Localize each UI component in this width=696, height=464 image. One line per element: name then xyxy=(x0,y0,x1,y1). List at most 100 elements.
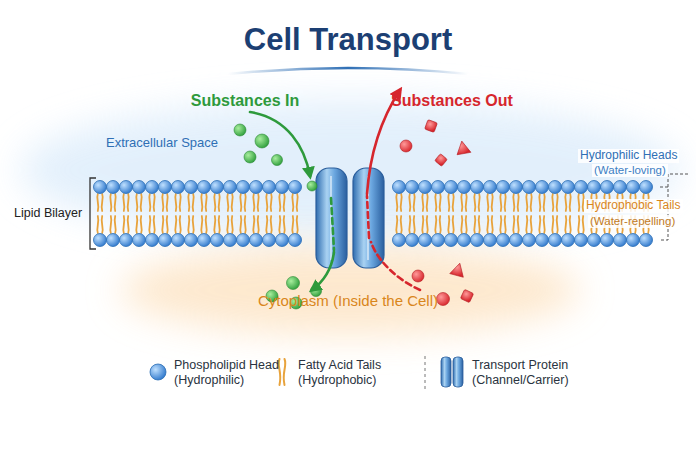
tail xyxy=(453,216,454,233)
tail xyxy=(284,216,285,233)
part-label: Lipid Bilayer xyxy=(14,206,82,220)
phospholipid-head xyxy=(198,234,211,247)
tail xyxy=(427,194,428,211)
tail xyxy=(500,216,501,233)
tail xyxy=(466,194,467,211)
tail xyxy=(518,216,519,233)
tail xyxy=(583,216,584,233)
phospholipid-head xyxy=(510,234,523,247)
legend-protein-icon xyxy=(441,357,451,387)
phospholipid-head xyxy=(263,181,276,194)
tail xyxy=(227,194,228,211)
tail xyxy=(544,216,545,233)
phospholipid-head xyxy=(471,181,484,194)
phospholipid-head xyxy=(575,181,588,194)
heads-bracket xyxy=(660,187,668,240)
tail xyxy=(552,194,553,211)
tail xyxy=(544,194,545,211)
phospholipid-head xyxy=(159,234,172,247)
phospholipid-head xyxy=(276,181,289,194)
title: Cell Transport xyxy=(244,22,452,58)
tail xyxy=(440,216,441,233)
phospholipid-head xyxy=(471,234,484,247)
legend-divider xyxy=(425,356,426,390)
bilayer-bracket xyxy=(90,178,96,249)
tail xyxy=(279,194,280,211)
tail xyxy=(180,194,181,211)
phospholipid-head xyxy=(588,181,601,194)
red-molecule xyxy=(437,293,450,306)
phospholipid-head xyxy=(640,181,653,194)
tail xyxy=(461,194,462,211)
region-label: Cytoplasm (Inside the Cell) xyxy=(258,292,438,309)
tail xyxy=(448,194,449,211)
phospholipid-head xyxy=(393,181,406,194)
tail xyxy=(219,194,220,211)
phospholipid-head xyxy=(185,234,198,247)
tail xyxy=(219,216,220,233)
tail xyxy=(245,194,246,211)
tail xyxy=(188,216,189,233)
phospholipid-head xyxy=(432,181,445,194)
green-molecule xyxy=(272,155,283,166)
tail xyxy=(141,194,142,211)
red-molecule xyxy=(400,140,412,152)
legend-tail-icon xyxy=(284,359,286,385)
legend-icons xyxy=(150,357,463,387)
tail xyxy=(557,216,558,233)
phospholipid-head xyxy=(484,181,497,194)
tail xyxy=(422,194,423,211)
tail xyxy=(175,194,176,211)
phospholipid-head xyxy=(289,181,302,194)
phospholipid-head xyxy=(120,234,133,247)
phospholipid-head xyxy=(497,181,510,194)
tail xyxy=(435,216,436,233)
tail xyxy=(570,194,571,211)
tail xyxy=(266,194,267,211)
tail xyxy=(409,216,410,233)
tail xyxy=(240,216,241,233)
phospholipid-head xyxy=(536,181,549,194)
tail xyxy=(448,216,449,233)
green-molecule xyxy=(287,277,300,290)
part-note: (Water-repelling) xyxy=(588,215,677,228)
phospholipid-head xyxy=(120,181,133,194)
tail xyxy=(154,194,155,211)
tail xyxy=(128,194,129,211)
tail xyxy=(206,216,207,233)
tail xyxy=(128,216,129,233)
region-label: Extracellular Space xyxy=(106,136,218,151)
tail xyxy=(167,216,168,233)
tail xyxy=(201,194,202,211)
tail xyxy=(500,194,501,211)
tail xyxy=(487,216,488,233)
tail xyxy=(578,216,579,233)
phospholipid-head xyxy=(601,181,614,194)
tail xyxy=(201,216,202,233)
legend-protein-icon xyxy=(453,357,463,387)
tail xyxy=(232,216,233,233)
green-molecule xyxy=(234,124,246,136)
legend-head-icon xyxy=(150,364,166,380)
tail xyxy=(271,216,272,233)
tail xyxy=(539,194,540,211)
tail xyxy=(505,194,506,211)
tail xyxy=(253,194,254,211)
tail xyxy=(162,216,163,233)
legend-text: Phospholipid Head (Hydrophilic) xyxy=(174,358,286,388)
phospholipid-head xyxy=(588,234,601,247)
tail xyxy=(557,194,558,211)
phospholipid-head xyxy=(458,234,471,247)
tail xyxy=(479,194,480,211)
cytoplasm-glow xyxy=(120,245,580,335)
phospholipid-head xyxy=(575,234,588,247)
phospholipid-head xyxy=(432,234,445,247)
phospholipid-head xyxy=(107,181,120,194)
phospholipid-head xyxy=(263,234,276,247)
tail xyxy=(526,194,527,211)
tail xyxy=(175,216,176,233)
title-underline xyxy=(228,68,468,74)
tail xyxy=(141,216,142,233)
phospholipid-head xyxy=(562,181,575,194)
heads-leader xyxy=(668,174,690,187)
